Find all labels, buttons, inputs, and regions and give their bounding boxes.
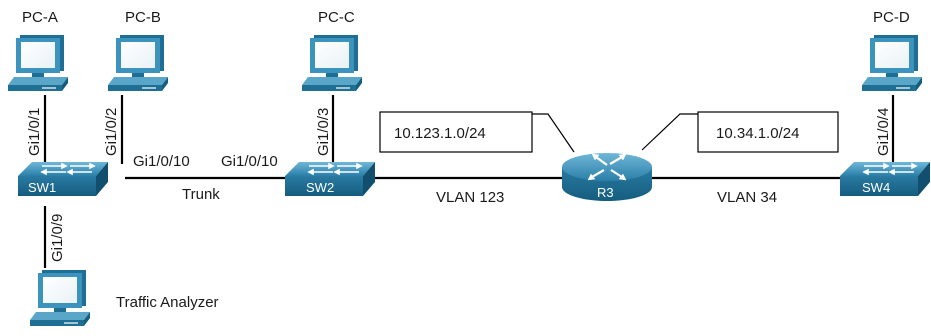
- pc-d[interactable]: [861, 34, 923, 92]
- subnet-right-text: 10.34.1.0/24: [716, 125, 799, 142]
- port-label-sw4-pcd: Gi1/0/4: [875, 108, 892, 156]
- sw2-label: SW2: [306, 180, 334, 195]
- port-label-sw1-analyzer: Gi1/0/9: [49, 214, 66, 262]
- subnet-left-text: 10.123.1.0/24: [394, 125, 486, 142]
- subnet-box-left: [379, 111, 533, 153]
- port-label-sw2-trunk: Gi1/0/10: [221, 153, 278, 170]
- router-r3[interactable]: R3: [560, 151, 654, 203]
- subnet-leader-left: [532, 113, 575, 153]
- pc-c[interactable]: [301, 34, 363, 92]
- pc-icon: [7, 34, 69, 92]
- pc-b-label: PC-B: [125, 9, 161, 26]
- port-label-sw1-pcb: Gi1/0/2: [103, 108, 120, 156]
- links: [43, 95, 895, 268]
- pc-icon: [29, 269, 91, 327]
- r3-label: R3: [597, 185, 614, 200]
- pc-d-label: PC-D: [873, 9, 910, 26]
- subnet-callout-right: 10.34.1.0/24: [641, 111, 839, 153]
- pc-a-label: PC-A: [22, 9, 58, 26]
- pc-icon: [861, 34, 923, 92]
- vlan34-label: VLAN 34: [717, 189, 777, 206]
- sw1-label: SW1: [28, 180, 56, 195]
- pc-a[interactable]: [7, 34, 69, 92]
- port-label-sw1-pca: Gi1/0/1: [26, 108, 43, 156]
- traffic-analyzer[interactable]: [29, 269, 91, 327]
- pc-icon: [301, 34, 363, 92]
- vlan123-label: VLAN 123: [436, 189, 504, 206]
- sw4-label: SW4: [862, 180, 890, 195]
- pc-icon: [107, 34, 169, 92]
- switch-sw4[interactable]: SW4: [839, 161, 931, 197]
- traffic-analyzer-label: Traffic Analyzer: [116, 294, 219, 311]
- pc-c-label: PC-C: [318, 9, 355, 26]
- port-label-sw1-trunk: Gi1/0/10: [133, 153, 190, 170]
- subnet-leader-right: [641, 113, 698, 151]
- pc-b[interactable]: [107, 34, 169, 92]
- switch-sw1[interactable]: SW1: [17, 161, 109, 197]
- switch-sw2[interactable]: SW2: [284, 161, 376, 197]
- subnet-box-right: [697, 111, 839, 153]
- trunk-label: Trunk: [182, 186, 220, 203]
- port-label-sw2-pcc: Gi1/0/3: [315, 108, 332, 156]
- subnet-callout-left: 10.123.1.0/24: [379, 111, 575, 153]
